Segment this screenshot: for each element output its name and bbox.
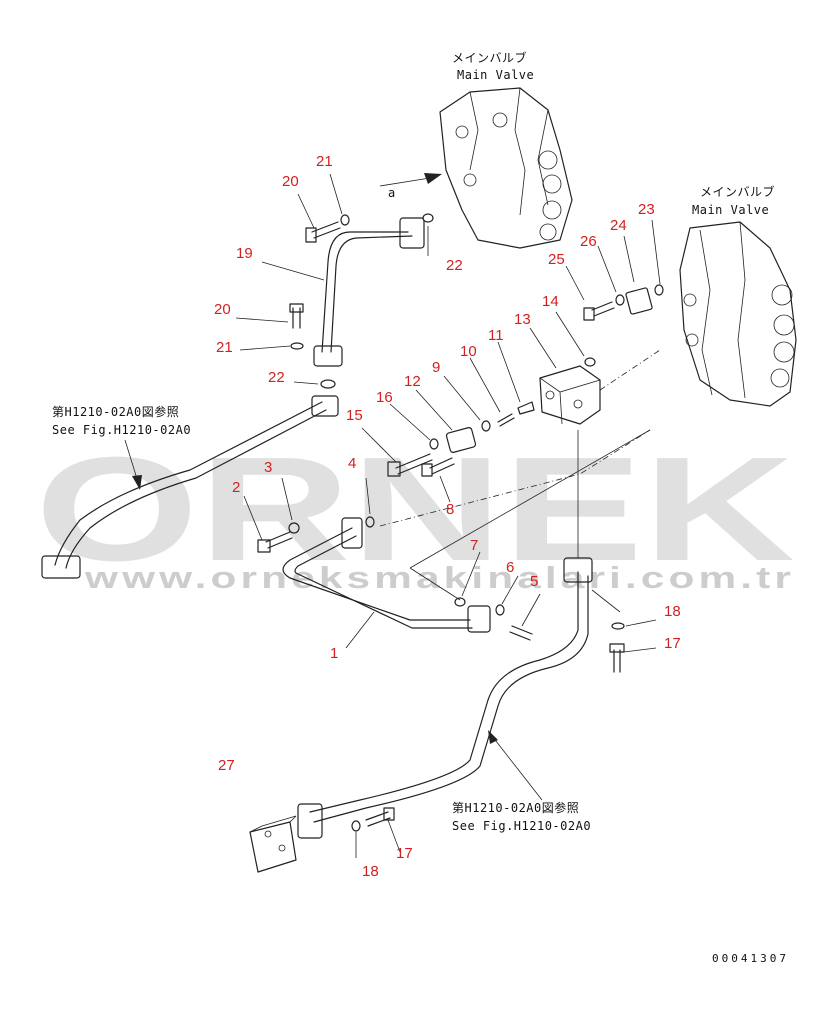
pipe-1 [282, 527, 471, 621]
bolt-8 [429, 457, 455, 475]
main-valve-upper [439, 87, 573, 249]
bolt-17-right [613, 649, 621, 673]
callout-25: 25 [548, 251, 565, 268]
callout-8: 8 [446, 501, 454, 518]
oring-14 [584, 357, 596, 367]
washer-6 [495, 604, 505, 616]
callout-22-upper: 22 [446, 257, 463, 274]
washer-18-right [611, 622, 625, 630]
pipe-lower-ref [309, 571, 579, 813]
callout-17-right: 17 [664, 635, 681, 652]
see-fig-en-lower: See Fig.H1210-02A0 [452, 819, 591, 833]
bolt-25 [591, 301, 615, 317]
pipe-19-flange-bottom [313, 345, 343, 367]
main-valve-right [679, 221, 797, 407]
block-13 [539, 365, 601, 425]
oring-23 [654, 284, 664, 296]
see-fig-jp-upper: 第H1210-02A0図参照 [52, 404, 179, 419]
oring-22-lower [320, 379, 336, 389]
callout-21-lower: 21 [216, 339, 233, 356]
callout-numbers: 20 21 19 20 21 22 22 25 26 24 23 14 13 1… [214, 153, 681, 880]
oring-7 [454, 597, 466, 607]
callout-18-lower: 18 [362, 863, 379, 880]
see-fig-jp-lower: 第H1210-02A0図参照 [452, 800, 579, 815]
main-valve-label-jp-upper: メインバルブ [452, 50, 527, 65]
callout-27: 27 [218, 757, 235, 774]
callout-15: 15 [346, 407, 363, 424]
washer-26 [615, 294, 625, 306]
view-arrow-label: a [388, 186, 396, 200]
pipe-19 [321, 231, 409, 353]
washer-21-lower [290, 342, 304, 350]
washer-18-lower [351, 820, 361, 832]
block-27 [249, 815, 297, 873]
callout-16: 16 [376, 389, 393, 406]
pipe-left-ref [54, 401, 323, 566]
cover-24 [625, 287, 653, 315]
cover-12 [445, 427, 477, 453]
pipe-19-flange-top [399, 217, 425, 249]
washer-3 [288, 522, 300, 534]
callout-6: 6 [506, 559, 514, 576]
callout-12: 12 [404, 373, 421, 390]
pipe-1-flange-left [341, 517, 363, 549]
callout-20-upper: 20 [282, 173, 299, 190]
oring-4 [365, 516, 375, 528]
callout-11: 11 [488, 327, 504, 344]
plug-11 [517, 401, 535, 415]
main-valve-label-en-upper: Main Valve [457, 68, 534, 82]
bolt-5 [509, 625, 533, 641]
callout-20-lower: 20 [214, 301, 231, 318]
watermark-url: www.orneksmakinalari.com.tr [84, 560, 795, 595]
pipe-left-flange [41, 555, 81, 579]
drawing-code: 00041307 [712, 952, 789, 965]
bolt-15 [395, 453, 433, 475]
oring-9 [481, 420, 491, 432]
callout-3: 3 [264, 459, 272, 476]
oring-22-upper [422, 213, 434, 223]
pipe-lower-flange-bottom [297, 803, 323, 839]
main-valve-label-en-right: Main Valve [692, 203, 769, 217]
leader-lines [235, 173, 661, 858]
callout-1: 1 [330, 645, 338, 662]
callout-19: 19 [236, 245, 253, 262]
callout-23: 23 [638, 201, 655, 218]
bolt-20-lower [292, 307, 301, 329]
callout-26: 26 [580, 233, 597, 250]
spring-10 [497, 413, 515, 427]
callout-14: 14 [542, 293, 559, 310]
callout-17-lower: 17 [396, 845, 413, 862]
washer-21-upper [340, 214, 350, 226]
callout-7: 7 [470, 537, 478, 554]
bolt-17-lower [365, 811, 391, 827]
callout-10: 10 [460, 343, 477, 360]
callout-24: 24 [610, 217, 627, 234]
main-valve-label-jp-right: メインバルブ [700, 184, 775, 199]
washer-16 [429, 438, 439, 450]
callout-5: 5 [530, 573, 538, 590]
callout-4: 4 [348, 455, 356, 472]
see-fig-en-upper: See Fig.H1210-02A0 [52, 423, 191, 437]
watermark-brand: ORNEK [35, 427, 795, 592]
callout-18-right: 18 [664, 603, 681, 620]
view-arrow-head [424, 173, 442, 184]
callout-22-lower: 22 [268, 369, 285, 386]
pipe-1-flange-right [467, 605, 491, 633]
callout-9: 9 [432, 359, 440, 376]
callout-13: 13 [514, 311, 531, 328]
callout-2: 2 [232, 479, 240, 496]
callout-21-upper: 21 [316, 153, 333, 170]
